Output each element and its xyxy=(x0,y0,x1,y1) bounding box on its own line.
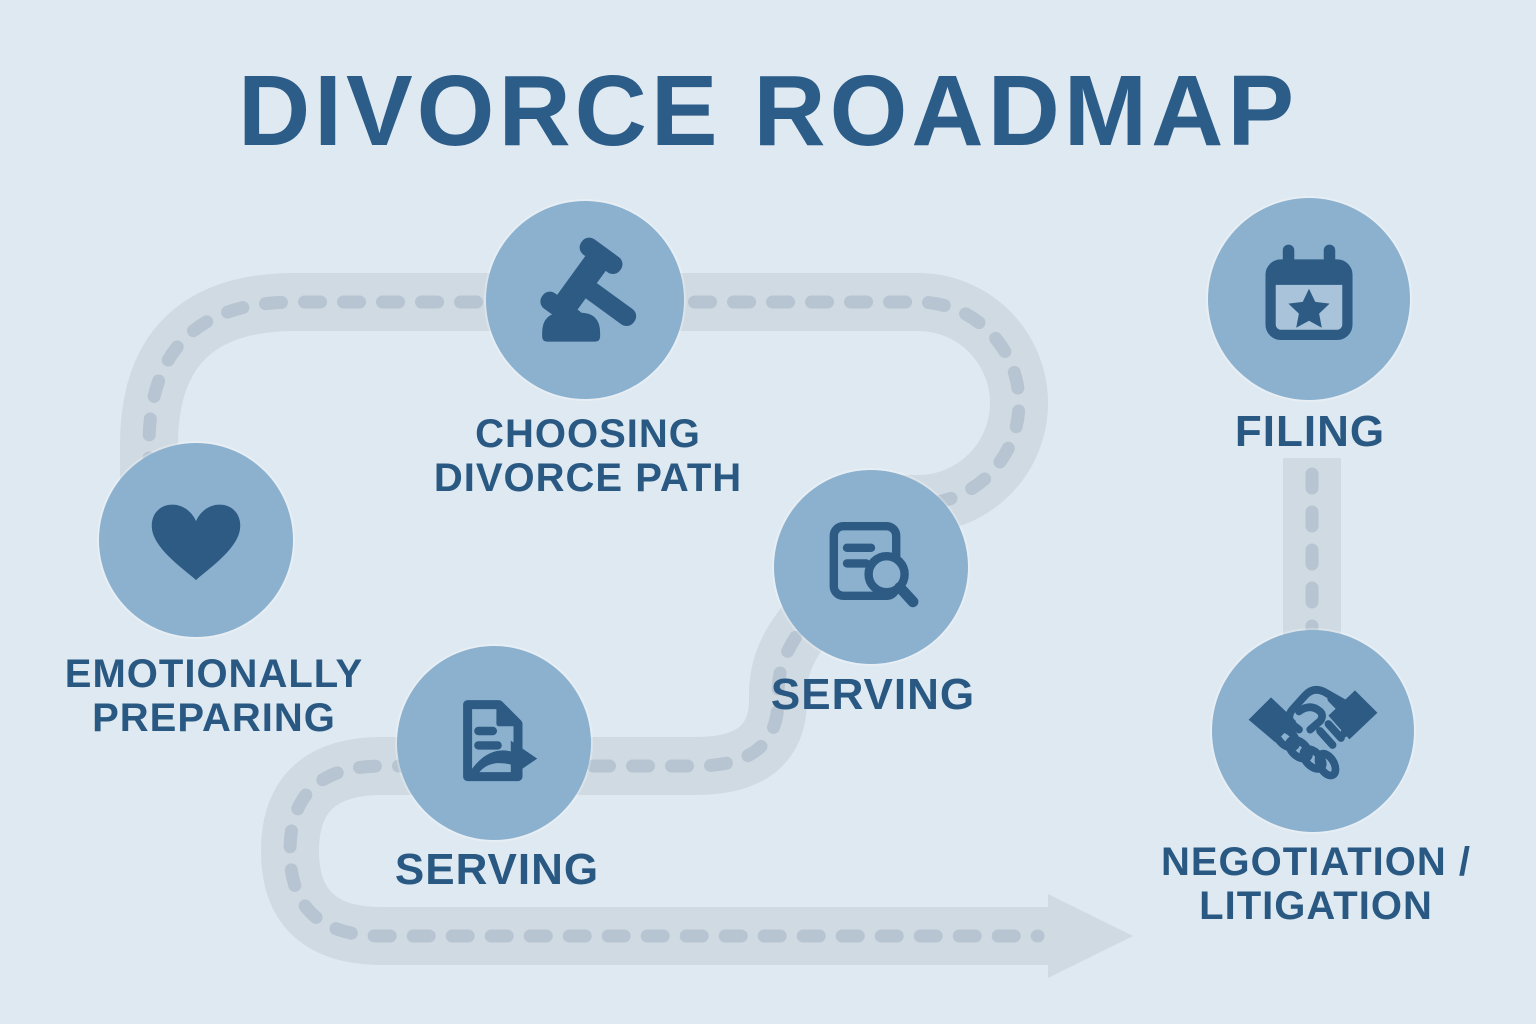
node-choosing-divorce-path xyxy=(486,201,684,399)
label-line: LITIGATION xyxy=(1199,884,1433,928)
label-choosing-divorce-path: CHOOSING DIVORCE PATH xyxy=(278,412,898,500)
label-negotiation-litigation: NEGOTIATION / LITIGATION xyxy=(1006,840,1536,928)
label-line: CHOOSING xyxy=(475,412,701,456)
label-serving-review: SERVING xyxy=(563,673,1183,717)
handshake-icon xyxy=(1248,685,1378,780)
label-line: NEGOTIATION / xyxy=(1160,840,1472,884)
label-line: EMOTIONALLY xyxy=(64,652,364,696)
label-line: SERVING xyxy=(770,670,976,719)
node-serving-send xyxy=(397,646,591,840)
node-serving-review xyxy=(774,470,968,664)
document-search-icon xyxy=(829,522,919,608)
document-send-icon xyxy=(463,700,538,782)
road-arrowhead-icon xyxy=(1048,894,1133,978)
node-negotiation-litigation xyxy=(1212,630,1414,832)
label-line: FILING xyxy=(1234,407,1386,456)
gavel-icon xyxy=(540,237,637,342)
label-line: PREPARING xyxy=(92,696,336,740)
calendar-star-icon xyxy=(1265,244,1353,340)
page-title: DIVORCE ROADMAP xyxy=(237,55,1299,167)
heart-icon xyxy=(151,504,241,581)
label-line: SERVING xyxy=(394,845,600,894)
node-filing xyxy=(1208,198,1410,400)
node-emotionally-preparing xyxy=(99,443,293,637)
road-dashes-main xyxy=(142,295,1026,559)
label-emotionally-preparing: EMOTIONALLY PREPARING xyxy=(0,652,524,740)
label-serving-send: SERVING xyxy=(187,848,807,892)
label-line: DIVORCE PATH xyxy=(433,456,743,500)
road-dashes-lower xyxy=(283,571,1045,943)
label-filing: FILING xyxy=(1000,410,1536,454)
